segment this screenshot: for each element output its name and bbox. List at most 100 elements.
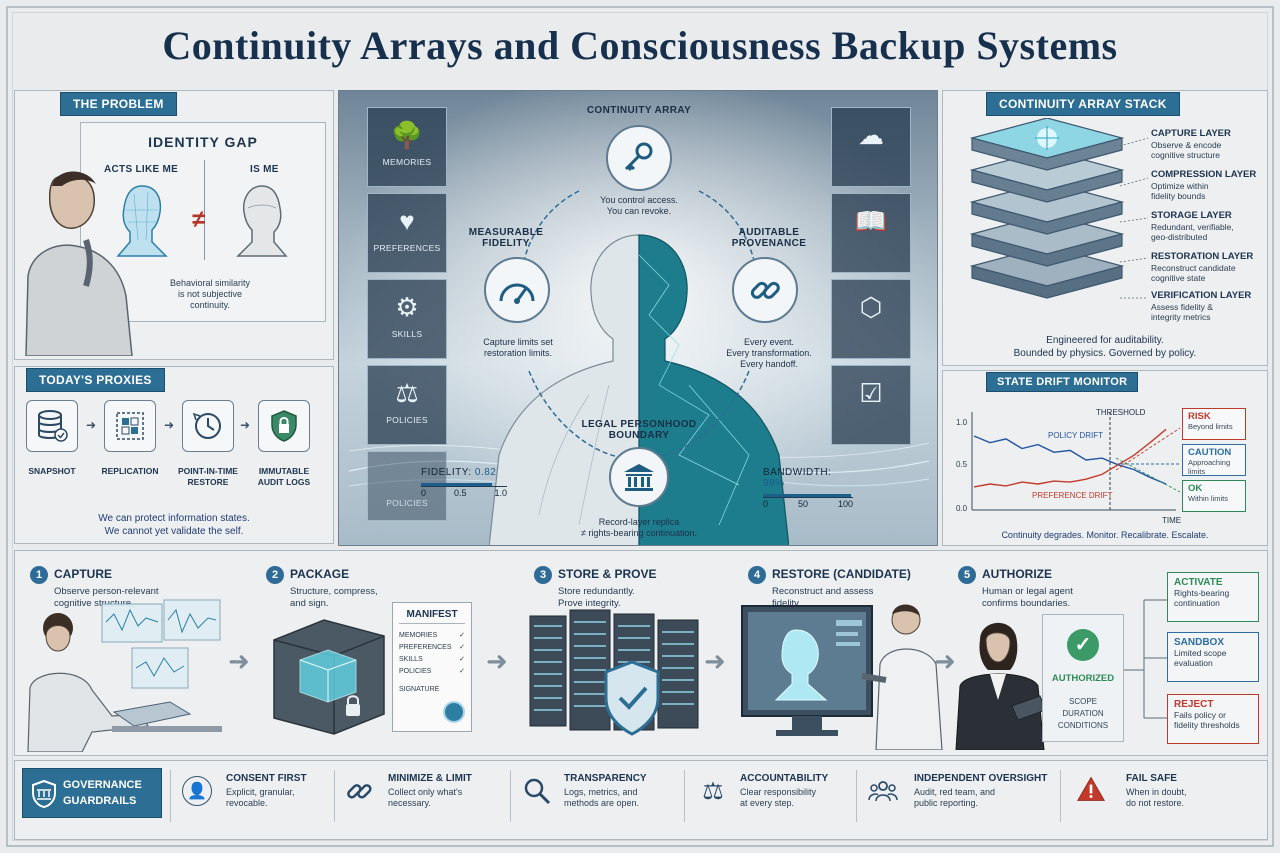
array-desc: You control access. You can revoke. [579, 195, 699, 217]
fidelity-title-line2: FIDELITY [482, 238, 530, 249]
book-icon: 📖 [854, 206, 888, 236]
proxies-footer-line2: We cannot yet validate the self. [104, 526, 244, 537]
stack-footer-line1: Engineered for auditability. [1046, 335, 1164, 346]
outcome-connectors [1124, 599, 1168, 719]
step-4-num: 4 [748, 566, 766, 584]
bandwidth-meter-label: BANDWIDTH: [763, 467, 832, 478]
step-4-title: RESTORE (CANDIDATE) [772, 567, 911, 581]
gov-sep-6 [1060, 770, 1061, 822]
gov-failsafe-desc: When in doubt,do not restore. [1126, 787, 1187, 809]
capture-illustration [27, 599, 222, 752]
proxies-arrow-2: ➜ [164, 418, 175, 432]
step-5-num: 5 [958, 566, 976, 584]
proxy-label-snapshot-text: SNAPSHOT [28, 466, 76, 476]
proxy-label-audit-text2: AUDIT LOGS [257, 477, 311, 487]
server-racks [529, 609, 699, 736]
fidelity-meter-label: FIDELITY: [421, 467, 472, 478]
gov-oversight-desc2: public reporting. [914, 798, 979, 808]
gov-accountability-desc2: at every step. [740, 798, 795, 808]
gov-transparency-desc2: methods are open. [564, 798, 640, 808]
gov-sep-4 [684, 770, 685, 822]
check-icon: ✓ [459, 656, 465, 663]
gov-failsafe-desc2: do not restore. [1126, 798, 1185, 808]
array-title: CONTINUITY ARRAY [586, 105, 692, 116]
manifest-item-policies-text: POLICIES [399, 668, 432, 675]
shelf-skills-label: SKILLS [391, 329, 423, 339]
thinking-person-figure [25, 171, 133, 356]
outcome-sandbox-desc2: evaluation [1174, 658, 1213, 668]
proxy-label-restore: POINT-IN-TIME RESTORE [170, 466, 246, 488]
manifest-item-skills-text: SKILLS [399, 656, 423, 663]
time-label: TIME [1162, 516, 1182, 525]
shelf-book: 📖 [831, 193, 911, 273]
layer-restoration-desc1: Reconstruct candidate [1151, 263, 1236, 273]
layer-restoration-desc2: cognitive state [1151, 273, 1206, 283]
not-equal-sign: ≠ [192, 206, 206, 233]
authorized-label: AUTHORIZED [1051, 673, 1115, 684]
courthouse-icon [609, 447, 669, 507]
legal-desc-line1: Record-layer replica [598, 517, 680, 527]
proxy-label-audit-text1: IMMUTABLE [258, 466, 310, 476]
proxy-label-restore-text2: RESTORE [187, 477, 229, 487]
shield-icon [32, 779, 56, 809]
caution-desc: Approaching limits [1188, 458, 1231, 476]
drift-dashed-arrows [1116, 427, 1181, 493]
step-1-desc1: Observe person-relevant [54, 586, 159, 597]
governance-badge: GOVERNANCE GUARDRAILS [22, 768, 162, 818]
step-2-desc1: Structure, compress, [290, 586, 378, 597]
preference-drift-line [973, 428, 1167, 488]
package-cube [273, 619, 385, 735]
gap-divider [204, 160, 205, 260]
problem-tag: THE PROBLEM [60, 92, 177, 116]
legal-desc-line2: ≠ rights-bearing continuation. [580, 528, 697, 538]
tree-icon: 🌳 [390, 120, 424, 150]
layer-verification-desc1: Assess fidelity & [1151, 302, 1213, 312]
gov-consent-desc: Explicit, granular,revocable. [226, 787, 295, 809]
center-illustration: 🌳MEMORIES ♥PREFERENCES ⚙SKILLS ⚖POLICIES… [338, 90, 938, 546]
clock-icon [182, 400, 234, 452]
shelf-preferences-label: PREFERENCES [373, 243, 441, 253]
person-icon: 👤 [182, 776, 212, 806]
is-me-label: IS ME [250, 164, 279, 175]
step-arrow-2: ➜ [486, 646, 508, 676]
gov-minimize-desc1: Collect only what's [388, 787, 463, 797]
layer-compression-desc2: fidelity bounds [1151, 191, 1206, 201]
drift-footer: Continuity degrades. Monitor. Recalibrat… [1001, 530, 1209, 540]
seal-icon [443, 701, 465, 723]
shield-lock-icon [258, 400, 310, 452]
checklist-icon: ☑ [859, 378, 883, 408]
gov-transparency-desc1: Logs, metrics, and [564, 787, 638, 797]
provenance-title: AUDITABLE PROVENANCE [719, 227, 819, 249]
gov-sep-5 [856, 770, 857, 822]
fidelity-tick-1: 0.5 [453, 488, 467, 498]
proxies-arrow-1: ➜ [86, 418, 97, 432]
risk-title: RISK [1188, 411, 1211, 422]
bandwidth-tick-0: 0 [763, 499, 769, 509]
shelf-brain: ☁ [831, 107, 911, 187]
drift-chart [971, 412, 1176, 511]
layer-capture-title: CAPTURE LAYER [1151, 128, 1231, 139]
proxies-footer: We can protect information states. We ca… [14, 512, 334, 538]
scales-icon: ⚖ [395, 378, 419, 408]
fidelity-meter-track [421, 481, 507, 487]
bandwidth-tick-2: 100 [837, 499, 853, 509]
legal-title-line2: BOUNDARY [608, 430, 670, 441]
acts-like-me-label: ACTS LIKE ME [104, 164, 179, 175]
fidelity-meter-fill [421, 483, 492, 486]
proxies-footer-line1: We can protect information states. [98, 513, 250, 524]
manifest-card: MANIFEST MEMORIES ✓ PREFERENCES ✓ SKILLS… [392, 602, 472, 732]
manifest-item-preferences: PREFERENCES ✓ [399, 642, 465, 654]
gov-minimize-title: MINIMIZE & LIMIT [388, 773, 472, 784]
drift-y-tick-0: 0.0 [956, 504, 968, 513]
page-title: Continuity Arrays and Consciousness Back… [162, 23, 1118, 68]
legal-desc: Record-layer replica ≠ rights-bearing co… [559, 517, 719, 539]
